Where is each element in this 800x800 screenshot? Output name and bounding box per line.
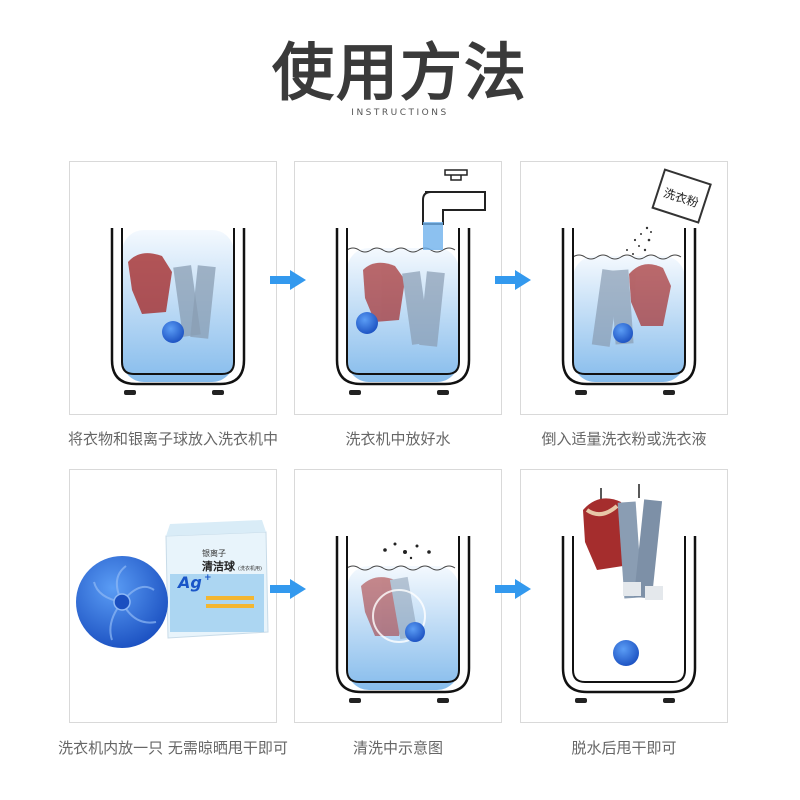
step-3-panel: 洗衣粉: [520, 161, 728, 415]
product-box: 银离子 清洁球 (洗衣机用) Ag +: [165, 520, 269, 639]
box-product-name: 清洁球: [202, 559, 236, 573]
clothes-icon: [363, 262, 445, 347]
faucet-icon: [422, 169, 486, 250]
ion-ball-icon: [613, 640, 639, 666]
arrow-right-icon: [495, 270, 531, 290]
step-3-caption: 倒入适量洗衣粉或洗衣液: [541, 430, 707, 448]
arrow-right-icon: [270, 270, 306, 290]
step-2-caption: 洗衣机中放好水: [345, 430, 451, 448]
ion-ball-product-icon: [76, 556, 168, 648]
clothes-icon: [128, 253, 216, 339]
clothes-icon: [591, 264, 671, 347]
detergent-bag-icon: 洗衣粉: [651, 168, 712, 224]
step-4-caption: 洗衣机内放一只 无需晾晒甩干即可: [58, 739, 288, 757]
bubbles: [383, 542, 431, 560]
arrow-right-icon: [270, 579, 306, 599]
step-5-caption: 清洗中示意图: [352, 739, 443, 757]
step-5-panel: [294, 469, 502, 723]
step-6-caption: 脱水后甩干即可: [571, 739, 677, 757]
page-subtitle: INSTRUCTIONS: [351, 108, 449, 118]
arrow-right-icon: [495, 579, 531, 599]
box-ag-label: Ag: [176, 573, 202, 592]
step-4-panel: 银离子 清洁球 (洗衣机用) Ag +: [69, 469, 277, 723]
ion-ball-icon: [405, 622, 425, 642]
ion-ball-icon: [356, 312, 378, 334]
step-2-panel: [294, 161, 502, 415]
hanging-clothes-icon: [583, 484, 663, 600]
box-product-suffix: (洗衣机用): [238, 565, 262, 572]
ion-ball-icon: [613, 323, 633, 343]
box-brand-label: 银离子: [202, 548, 226, 558]
box-ag-plus: +: [204, 573, 212, 583]
step-1-panel: [69, 161, 277, 415]
step-1-caption: 将衣物和银离子球放入洗衣机中: [67, 430, 278, 448]
ion-ball-icon: [162, 321, 184, 343]
page-title: 使用方法: [271, 36, 528, 109]
powder-particles: [626, 226, 652, 255]
step-6-panel: [520, 469, 728, 723]
